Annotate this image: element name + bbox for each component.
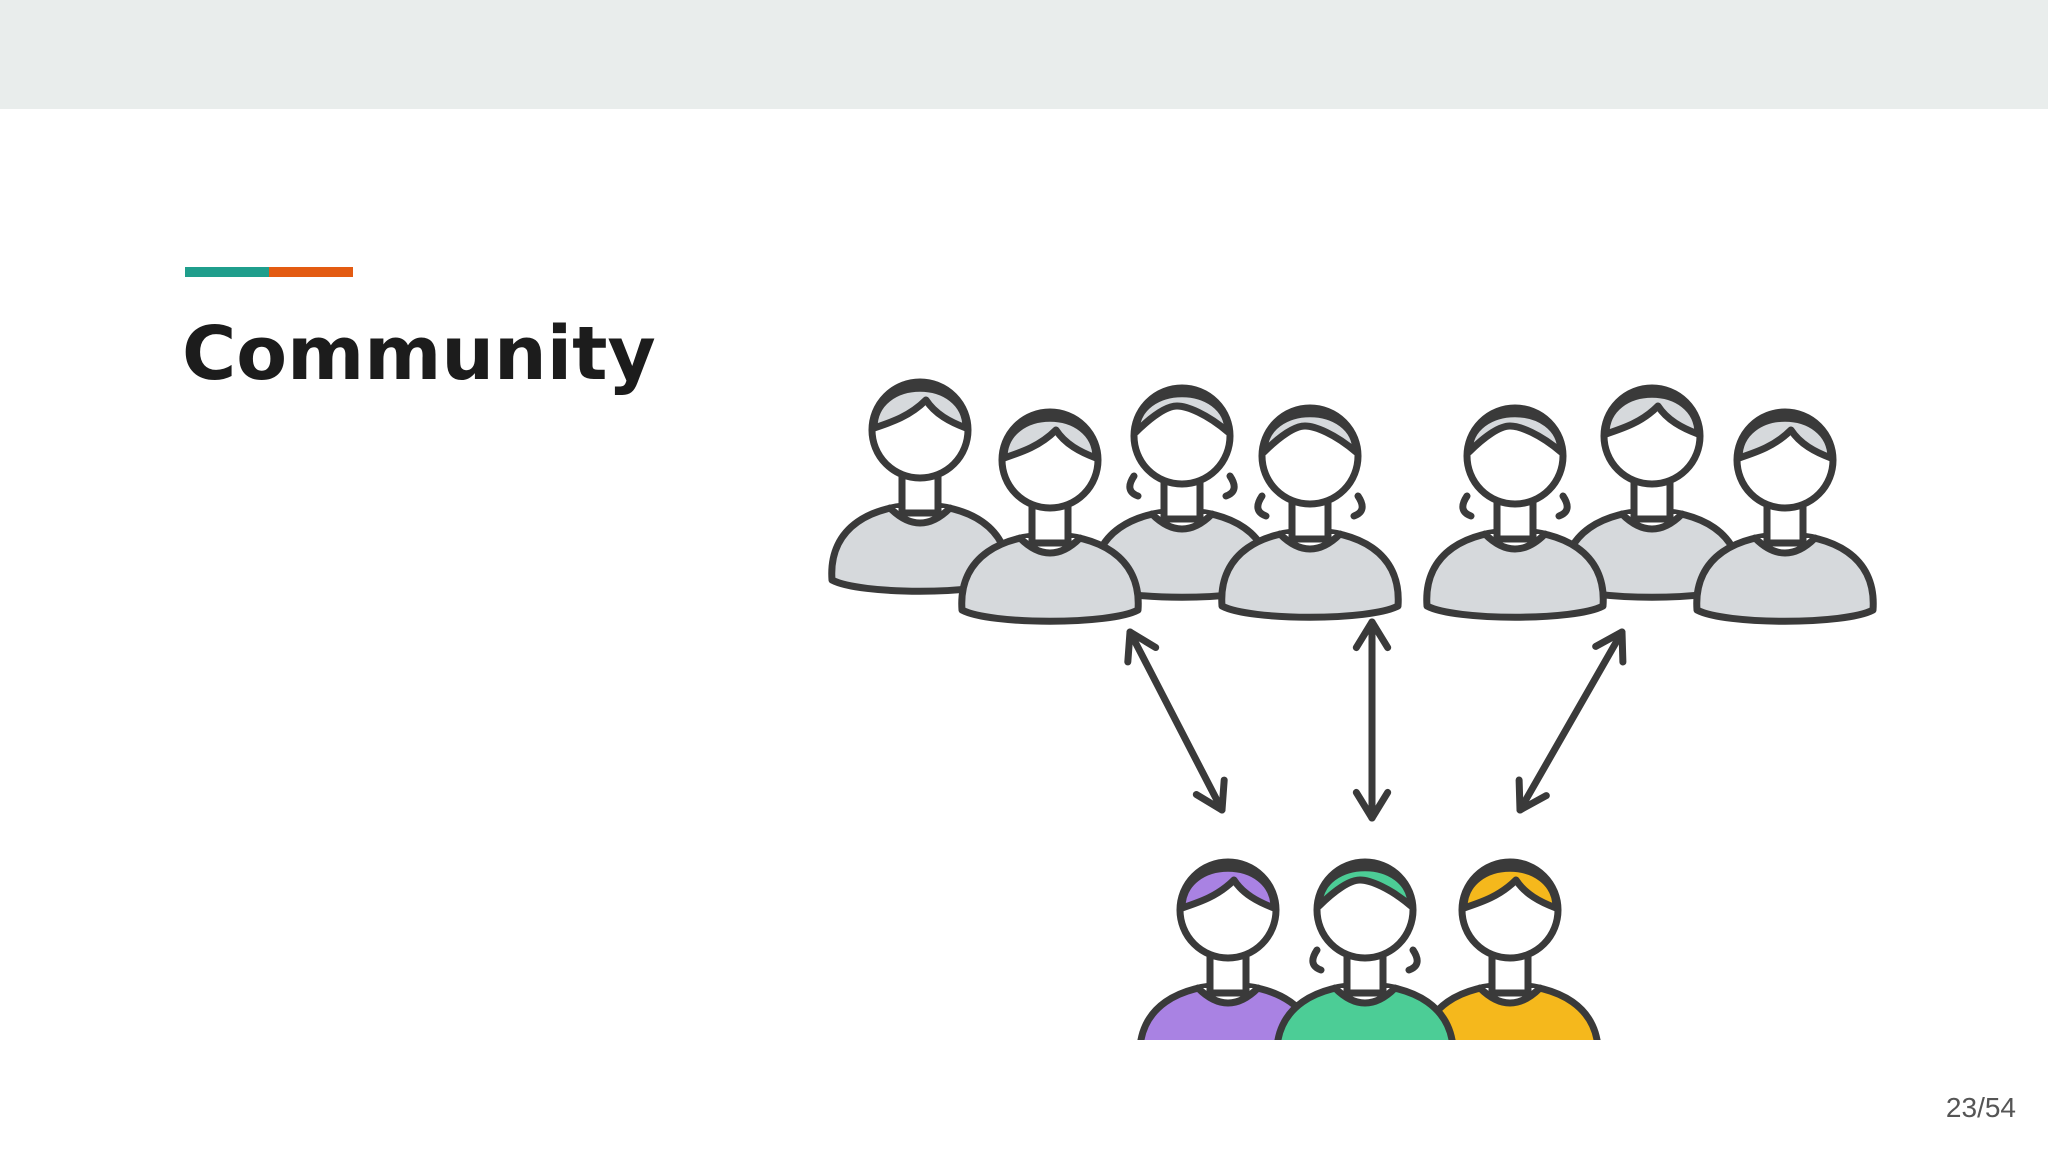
slide (0, 109, 2048, 1152)
people-top-group (828, 378, 1877, 625)
people-bottom-group (1137, 858, 1601, 1040)
accent-bar-orange (269, 267, 353, 277)
arrows-group (1124, 618, 1627, 822)
person-icon (1419, 858, 1601, 1040)
accent-bar-teal (185, 267, 269, 277)
person-icon (1693, 408, 1877, 625)
top-bar (0, 0, 2048, 109)
person-icon (1137, 858, 1319, 1040)
person-icon (1423, 404, 1607, 621)
person-icon (1560, 384, 1744, 601)
person-icon (1218, 404, 1402, 621)
slide-title: Community (182, 311, 656, 397)
community-illustration (828, 378, 1877, 1040)
double-arrow-icon (1124, 628, 1228, 814)
double-arrow-icon (1515, 628, 1627, 814)
page-number: 23/54 (1945, 1092, 2016, 1123)
double-arrow-icon (1352, 618, 1392, 822)
person-icon (958, 408, 1142, 625)
person-icon (1274, 858, 1456, 1040)
person-icon (828, 378, 1012, 595)
